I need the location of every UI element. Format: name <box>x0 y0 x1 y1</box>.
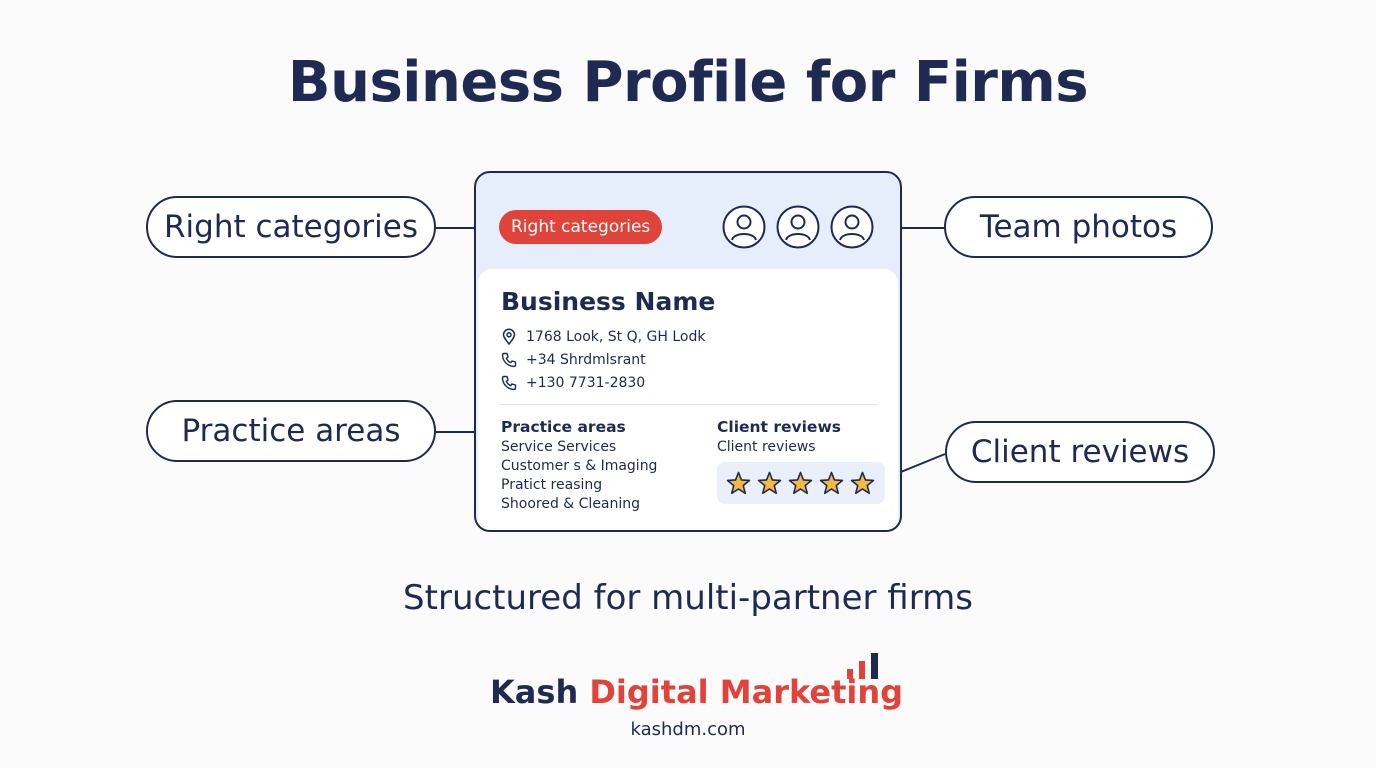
user-icon <box>830 205 874 249</box>
practice-area-item: Service Services <box>501 439 617 455</box>
phone-row: +34 Shrdmlsrant <box>500 350 646 370</box>
phone-text: +34 Shrdmlsrant <box>526 352 646 368</box>
brand-logo: Kash Digital Marketing <box>490 673 903 713</box>
brand-url: kashdm.com <box>630 719 746 740</box>
star-icon <box>819 471 844 495</box>
star-icon <box>850 471 875 495</box>
divider <box>500 404 878 405</box>
bar-chart-icon <box>847 653 878 679</box>
practice-area-item: Shoored & Cleaning <box>501 496 641 512</box>
brand-name-part1: Kash <box>490 673 579 711</box>
user-icon <box>776 205 820 249</box>
callout-client-reviews: Client reviews <box>945 421 1215 483</box>
client-reviews-title: Client reviews <box>717 418 841 436</box>
phone-icon <box>501 375 517 391</box>
address-row: 1768 Look, St Q, GH Lodk <box>500 327 705 347</box>
card-body: Business Name 1768 Look, St Q, GH Lodk +… <box>478 269 898 530</box>
star-icon <box>788 471 813 495</box>
star-icon <box>726 471 751 495</box>
callout-team-photos: Team photos <box>944 196 1213 258</box>
tagline: Structured for multi-partner firms <box>403 578 973 618</box>
practice-area-item: Customer s & Imaging <box>501 458 658 474</box>
phone-row: +130 7731-2830 <box>500 373 645 393</box>
practice-areas-title: Practice areas <box>501 418 626 436</box>
phone-icon <box>501 352 517 368</box>
page-title: Business Profile for Firms <box>287 50 1089 115</box>
user-icon <box>722 205 766 249</box>
location-pin-icon <box>502 328 516 346</box>
star-icon <box>757 471 782 495</box>
star-rating <box>717 462 885 504</box>
brand-name-part2: Digital Marketing <box>589 673 904 711</box>
callout-right-categories: Right categories <box>146 196 436 258</box>
practice-area-item: Pratict reasing <box>501 477 603 493</box>
business-name: Business Name <box>501 287 716 316</box>
address-text: 1768 Look, St Q, GH Lodk <box>526 329 706 345</box>
callout-practice-areas: Practice areas <box>146 400 436 462</box>
business-profile-card: Right categories Business Name 1768 Look… <box>474 171 902 532</box>
category-badge: Right categories <box>499 210 663 244</box>
client-reviews-subtitle: Client reviews <box>717 439 816 455</box>
phone-text: +130 7731-2830 <box>526 375 646 391</box>
